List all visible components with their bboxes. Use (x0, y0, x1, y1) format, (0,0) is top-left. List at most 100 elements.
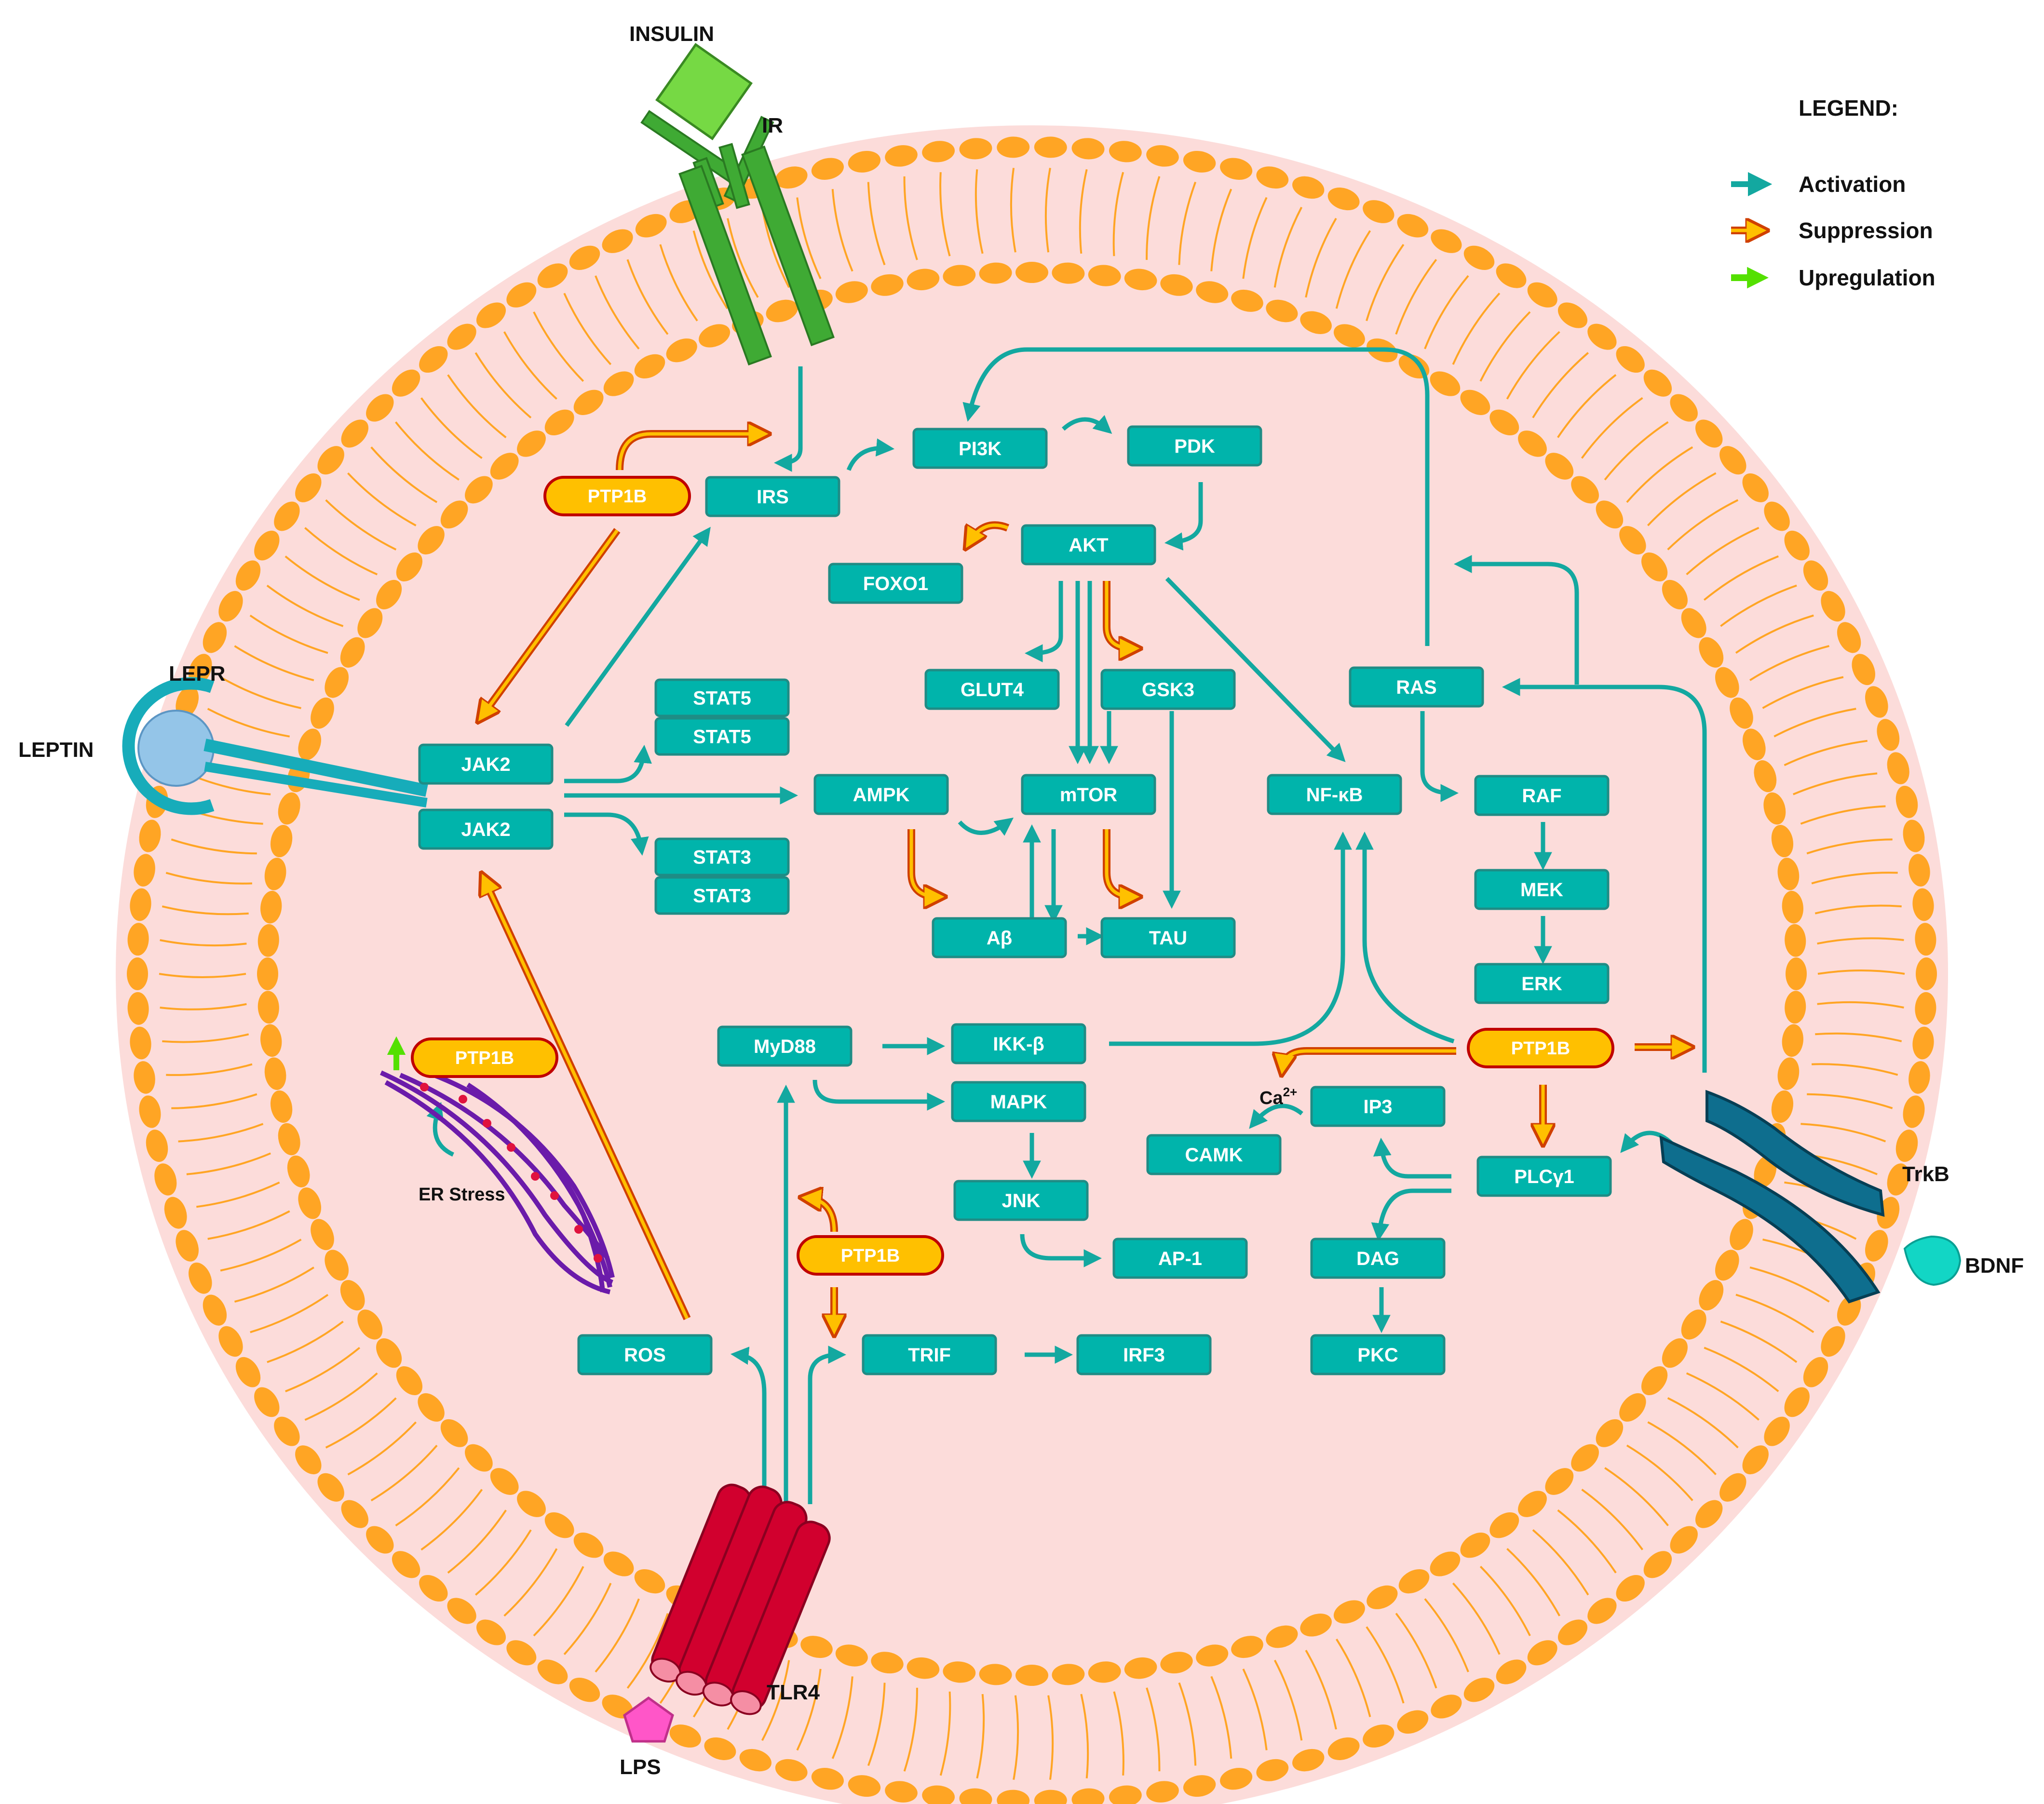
lipid-tail (1807, 1093, 1893, 1109)
lipid-head (1489, 1512, 1519, 1538)
akt-to-gsk3-supp-core (1105, 581, 1134, 650)
lipid-head (775, 166, 808, 189)
node-ikkb: IKK-β (951, 1023, 1086, 1064)
lipid-tail (1686, 526, 1760, 576)
node-stat3-b: STAT3 (654, 876, 790, 915)
node-label: TRIF (908, 1345, 951, 1366)
lipid-head (1034, 1790, 1067, 1804)
er-ribosome (507, 1143, 515, 1152)
lipid-head (885, 145, 918, 167)
trkb-label: TrkB (1902, 1162, 1949, 1186)
lipid-tail (1647, 1421, 1717, 1475)
lipid-tail (761, 1660, 790, 1741)
pdk-to-akt-arrow (1164, 482, 1203, 551)
node-irs: IRS (705, 476, 840, 517)
lipid-head (1397, 1710, 1429, 1734)
lipid-tail (207, 1210, 290, 1240)
node-ip3: IP3 (1310, 1086, 1446, 1127)
lipid-tail (1749, 1266, 1830, 1303)
lipid-head (1821, 591, 1845, 622)
lipid-tail (1686, 1372, 1760, 1421)
endoplasmic-reticulum (379, 1070, 615, 1294)
node-label: JNK (1002, 1190, 1040, 1212)
lipid-head (376, 579, 402, 609)
node-pi3k: PI3K (912, 428, 1048, 469)
node-box (418, 743, 554, 785)
ptp1b-tlr-up-supp-core (807, 1196, 836, 1232)
lipid-head (1489, 409, 1519, 436)
node-box (1021, 524, 1156, 565)
lipid-tail (171, 1093, 257, 1109)
lipid-head (235, 560, 261, 591)
lipid-tail (1720, 584, 1797, 627)
irs-to-pi3k-arrow (846, 438, 895, 471)
lipid-tail (186, 1152, 271, 1175)
node-box (654, 717, 790, 756)
node-box (953, 1180, 1089, 1221)
lipid-tail (626, 1613, 669, 1689)
lipid-head (235, 1357, 261, 1387)
lipid-head (1231, 289, 1263, 312)
lipid-head (1300, 1614, 1332, 1637)
lipid-tail (1817, 1001, 1904, 1009)
lipid-tail (1479, 311, 1531, 382)
node-box (1310, 1086, 1446, 1127)
leptin-ligand (137, 710, 215, 787)
ptp1b-tlr: PTP1B (797, 1235, 944, 1276)
lipid-head (1398, 1569, 1430, 1594)
lipid-tail (474, 1529, 532, 1596)
lipid-head (1821, 1326, 1845, 1357)
lipid-head (922, 141, 955, 162)
lipid-head (775, 1759, 808, 1781)
jak2-to-stat3-arrow (564, 812, 649, 856)
lipid-head (1496, 263, 1527, 288)
lipid-head (871, 274, 904, 296)
ikkb-to-nfkb-arrow (1109, 831, 1352, 1046)
lipid-head (569, 1678, 600, 1702)
er-ribosome (459, 1095, 467, 1104)
myd88-to-mapk-arrow (812, 1079, 946, 1111)
lipid-tail (1178, 1682, 1197, 1766)
lipid-head (418, 1393, 445, 1422)
lipid-tail (831, 1676, 853, 1759)
lipid-head (127, 957, 148, 990)
lipid-head (1460, 1533, 1490, 1558)
lipid-head (134, 854, 155, 887)
lipid-head (264, 858, 286, 890)
node-box (654, 876, 790, 915)
lipid-head (392, 1551, 420, 1578)
lipid-head (1363, 1724, 1394, 1748)
lipid-head (1397, 214, 1429, 238)
lipid-tail (1506, 331, 1560, 400)
node-label: IRF3 (1123, 1345, 1165, 1366)
node-box (828, 563, 963, 604)
lipid-tail (325, 499, 397, 551)
lipid-head (1887, 1163, 1909, 1196)
lipid-tail (563, 293, 612, 365)
lipid-tail (939, 1691, 951, 1776)
lipid-head (1786, 957, 1807, 990)
lipid-head (1088, 1661, 1121, 1683)
lipid-head (1670, 1526, 1698, 1554)
lipid-head (1430, 371, 1461, 396)
lipid-head (447, 1598, 476, 1624)
lipid-head (1616, 1575, 1645, 1602)
node-label: MEK (1520, 879, 1563, 901)
lipid-head (1088, 265, 1121, 286)
lipid-head (1327, 1737, 1360, 1760)
node-box (418, 808, 554, 850)
ptp1b-er: PTP1B (411, 1037, 558, 1078)
node-label: GLUT4 (961, 679, 1024, 700)
lipid-head (295, 473, 322, 502)
lipid-head (1909, 1061, 1930, 1094)
lipid-head (1771, 1090, 1794, 1123)
lipid-head (1109, 141, 1142, 162)
lipid-head (1662, 1338, 1688, 1368)
lipid-head (1527, 1640, 1557, 1666)
lipid-head (1742, 728, 1766, 760)
lipid-head (298, 1187, 322, 1219)
er-ribosome (531, 1172, 540, 1181)
lipid-tail (1581, 397, 1643, 459)
node-box (1310, 1334, 1446, 1375)
lipid-head (959, 1788, 992, 1804)
